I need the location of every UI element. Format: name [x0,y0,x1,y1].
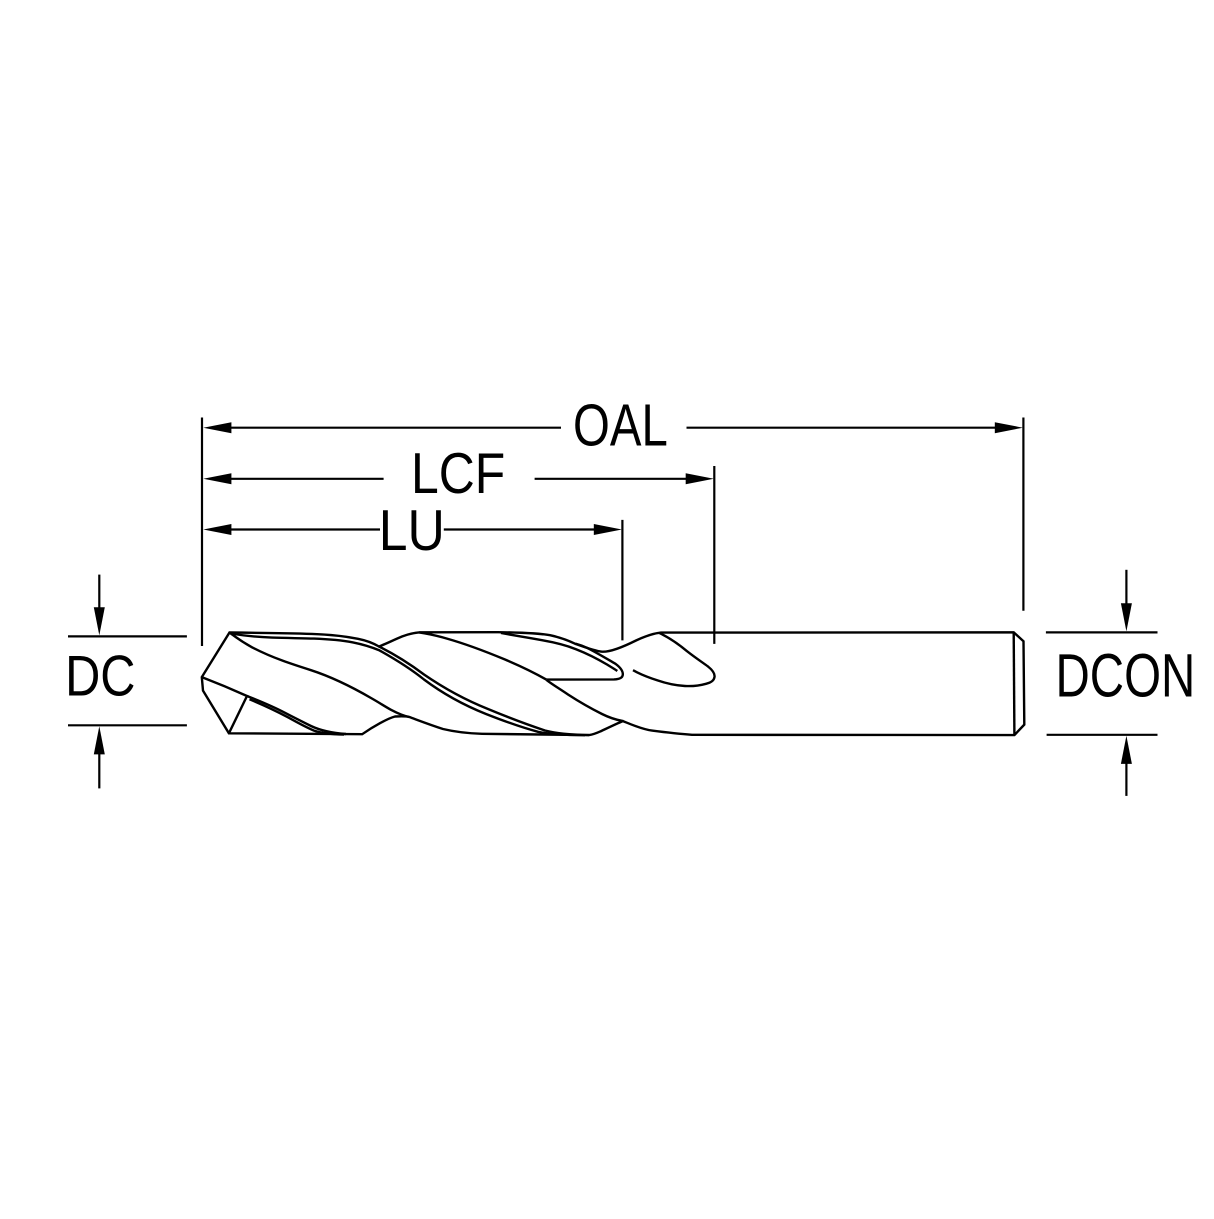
svg-text:DCON: DCON [1056,642,1196,710]
svg-text:OAL: OAL [573,392,668,458]
svg-text:LU: LU [379,499,445,563]
svg-text:LCF: LCF [411,442,505,506]
svg-text:DC: DC [65,645,135,709]
